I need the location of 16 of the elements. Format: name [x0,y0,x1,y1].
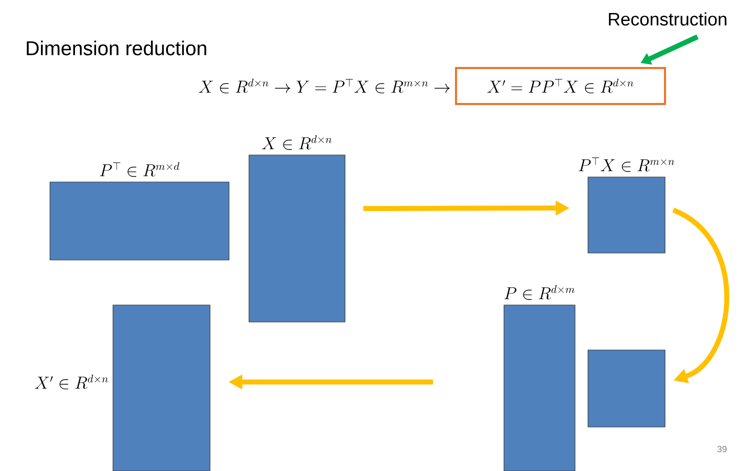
page-number: 39 [717,446,727,452]
node-label: $P \in R^{d\times m}$ [504,285,575,300]
matrix-block [588,350,666,428]
matrix-block: $X \in R^{d\times n}$ [248,135,346,322]
node-label: $P^\top \in R^{m\times d}$ [100,162,180,177]
arrow [672,208,730,384]
node-label: $X' \in R^{d\times n}$ [34,374,108,390]
node-label: $P^\top X \in R^{m\times n}$ [578,158,674,172]
matrix-block: $P^\top \in R^{m\times d}$ [50,162,230,260]
formula-box: $X' = PP^\top X \in R^{d\times n}$ [455,67,666,105]
node-label: $X \in R^{d\times n}$ [262,135,332,150]
callout-text: Reconstruction [608,12,726,26]
matrix-block: $X' \in R^{d\times n}$ [34,304,210,471]
matrix-block: $P \in R^{d\times m}$ [504,285,576,471]
slide-title: Dimension reduction [26,40,206,56]
matrix-block: $P^\top X \in R^{m\times n}$ [578,158,674,254]
